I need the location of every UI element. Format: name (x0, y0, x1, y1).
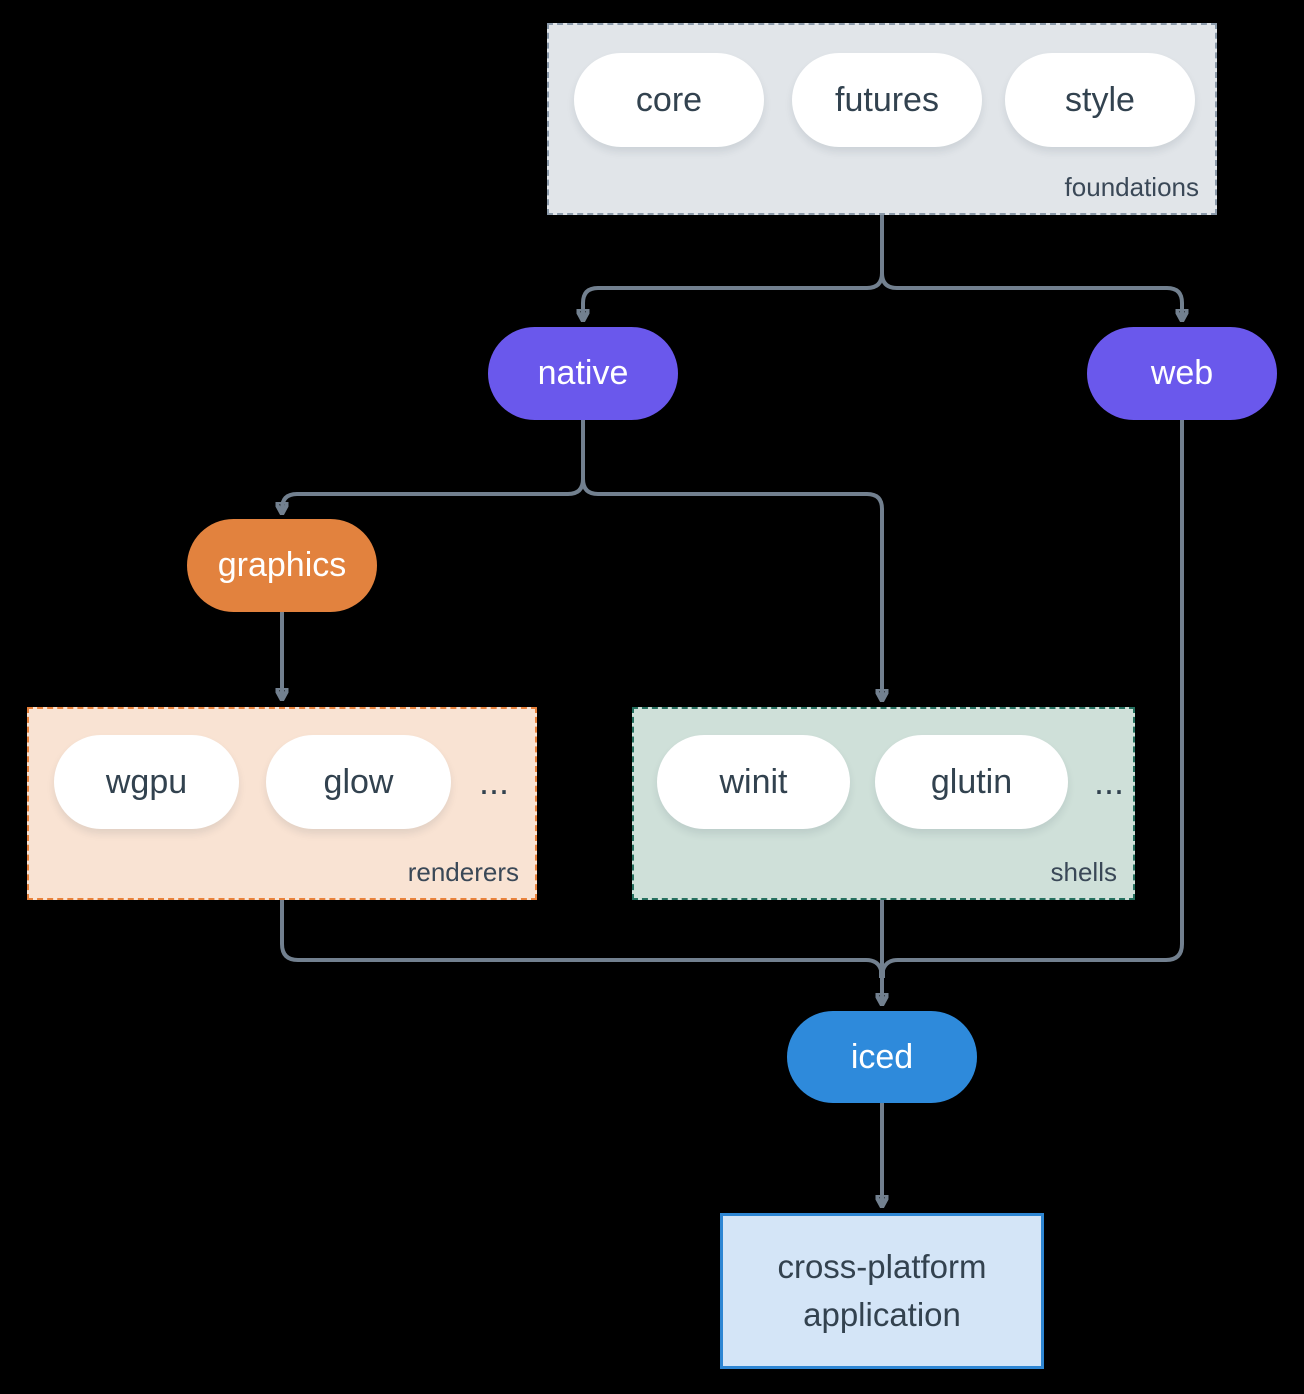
foundations-group: core futures style foundations (547, 23, 1217, 215)
pill-futures-label: futures (835, 80, 939, 119)
pill-core-label: core (635, 80, 703, 119)
node-iced-label: iced (850, 1037, 914, 1076)
node-cross-platform-application-label: cross-platform application (777, 1248, 987, 1333)
renderers-group-label: renderers (407, 857, 519, 887)
shells-ellipsis: ... (1093, 761, 1124, 802)
pill-glutin: glutin (875, 735, 1068, 829)
pill-style-label: style (1065, 80, 1135, 119)
shells-group: winit glutin ... shells (632, 707, 1135, 900)
pill-futures: futures (792, 53, 982, 147)
pill-wgpu: wgpu (54, 735, 239, 829)
edge-web-merge (881, 420, 1184, 978)
node-graphics: graphics (187, 519, 377, 612)
node-web-label: web (1150, 354, 1214, 392)
edge-native-shells (581, 420, 882, 701)
node-iced: iced (787, 1011, 977, 1103)
node-web: web (1087, 327, 1277, 420)
pill-winit: winit (657, 735, 850, 829)
pill-glow: glow (266, 735, 451, 829)
pill-wgpu-label: wgpu (105, 762, 188, 801)
pill-glow-label: glow (323, 762, 394, 801)
node-native-label: native (537, 354, 629, 392)
pill-core: core (574, 53, 764, 147)
shells-group-label: shells (1050, 857, 1117, 887)
pill-winit-label: winit (719, 762, 788, 801)
edge-foundations-web (880, 215, 1182, 321)
node-cross-platform-application: cross-platform application (720, 1213, 1044, 1369)
edge-renderers-merge (280, 900, 883, 978)
pill-glutin-label: glutin (930, 762, 1013, 801)
foundations-group-label: foundations (1064, 172, 1199, 202)
renderers-ellipsis: ... (478, 761, 509, 802)
node-graphics-label: graphics (217, 546, 347, 584)
pill-style: style (1005, 53, 1195, 147)
node-native: native (488, 327, 678, 420)
edge-foundations-native (583, 215, 884, 321)
edge-native-graphics (282, 420, 585, 514)
renderers-group: wgpu glow ... renderers (27, 707, 537, 900)
